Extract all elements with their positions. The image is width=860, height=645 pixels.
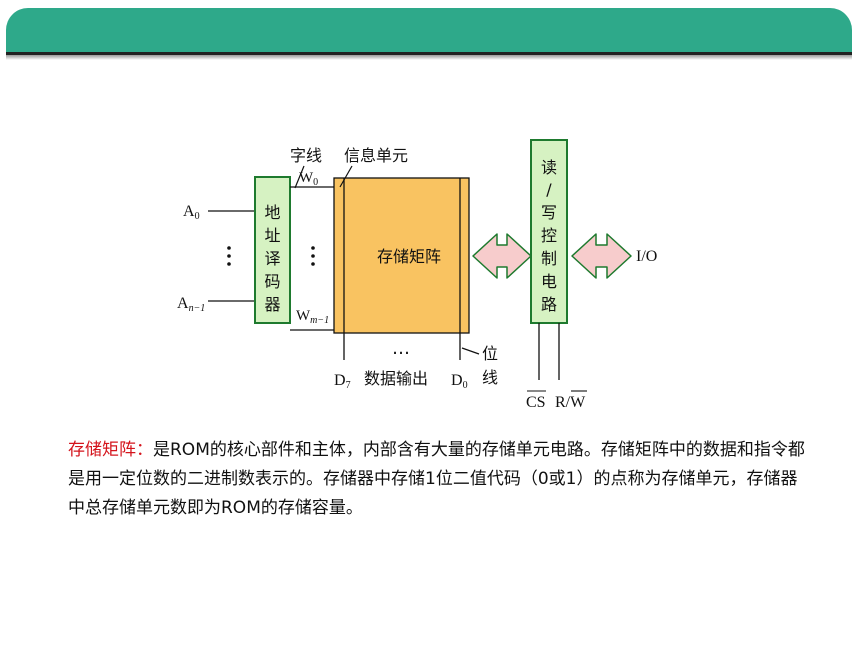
- matrix-control-arrow: [472, 233, 532, 279]
- info-unit-pointer: [339, 165, 353, 188]
- cs-label: CS: [526, 394, 546, 411]
- svg-text:码: 码: [264, 272, 280, 291]
- io-arrow: [571, 233, 632, 279]
- svg-text:器: 器: [264, 295, 280, 314]
- description-body: 是ROM的核心部件和主体，内部含有大量的存储单元电路。存储矩阵中的数据和指令都是…: [68, 440, 805, 518]
- svg-text:译: 译: [264, 249, 280, 268]
- svg-text:控: 控: [541, 226, 557, 245]
- bit-line-label-2: 线: [482, 368, 498, 387]
- header-shadow: [6, 55, 852, 60]
- rom-structure-diagram: A0 An−1 地 址 译 码 器 字线 W0 Wm−1 存储矩阵 信息单元 D…: [177, 139, 657, 411]
- d0-label: D0: [451, 372, 468, 391]
- rw-control-label: 读 / 写 控 制 电 路: [541, 158, 557, 314]
- header-bar: [6, 8, 852, 52]
- svg-text:电: 电: [541, 272, 557, 291]
- svg-text:写: 写: [541, 203, 557, 222]
- header-divider: [6, 52, 852, 55]
- svg-text:制: 制: [541, 249, 557, 268]
- data-output-label: 数据输出: [364, 369, 428, 388]
- io-label: I/O: [636, 248, 657, 265]
- description-paragraph: 存储矩阵：是ROM的核心部件和主体，内部含有大量的存储单元电路。存储矩阵中的数据…: [68, 436, 813, 523]
- address-decoder-label: 地 址 译 码 器: [264, 203, 280, 314]
- a0-label: A0: [183, 203, 200, 222]
- svg-text:读: 读: [541, 158, 557, 177]
- rw-control-box: [530, 139, 568, 324]
- svg-text:址: 址: [264, 226, 280, 245]
- info-unit-label: 信息单元: [344, 146, 408, 165]
- storage-matrix-label: 存储矩阵: [377, 247, 441, 266]
- data-output-ellipsis: …: [392, 338, 410, 359]
- svg-text:路: 路: [541, 295, 557, 314]
- an-label: An−1: [177, 295, 205, 314]
- bit-line-pointer: [461, 347, 480, 355]
- svg-text:地: 地: [264, 203, 280, 222]
- word-line-label: 字线: [290, 146, 322, 165]
- bit-line-label-1: 位: [482, 344, 498, 363]
- w0-label: W0: [299, 170, 318, 188]
- svg-text:/: /: [546, 180, 552, 199]
- wm-label: Wm−1: [296, 308, 329, 326]
- word-line-pointer: [294, 165, 305, 189]
- d7-label: D7: [334, 372, 351, 391]
- rw-label: R/W: [555, 394, 586, 411]
- word-line-ellipsis: [311, 246, 315, 266]
- storage-matrix-box: [333, 177, 470, 334]
- address-ellipsis: [227, 246, 231, 266]
- term-storage-matrix: 存储矩阵：: [68, 440, 153, 460]
- address-decoder-box: [254, 176, 291, 324]
